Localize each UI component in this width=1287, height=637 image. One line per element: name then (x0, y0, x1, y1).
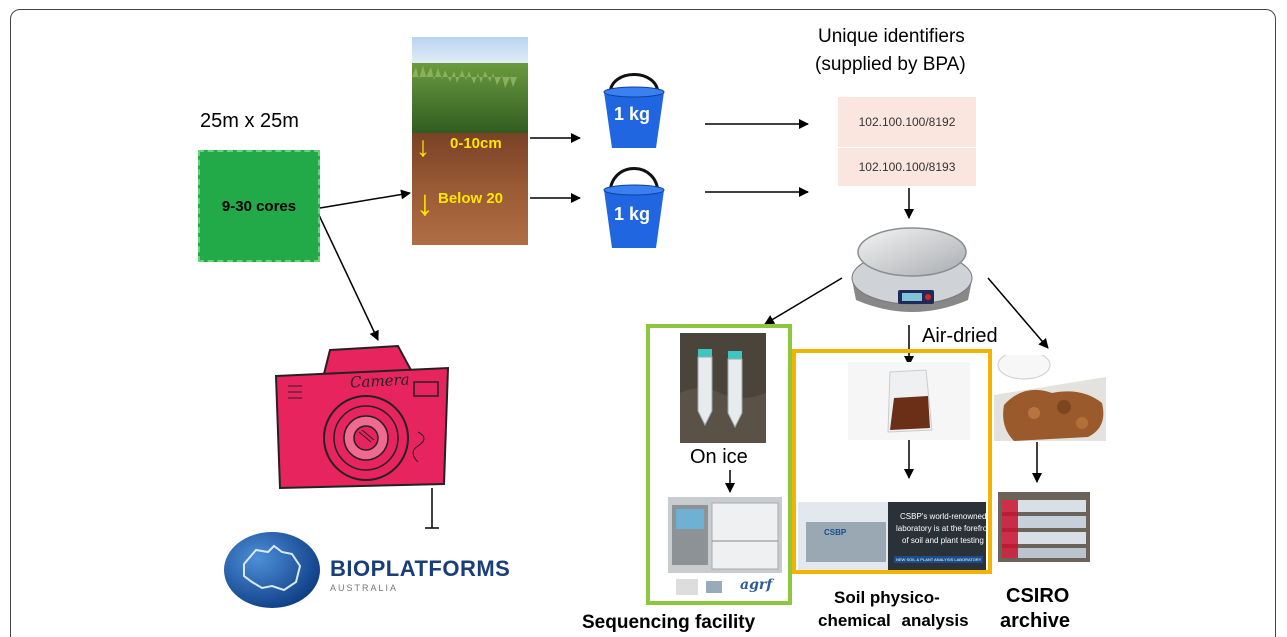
identifier-box-2: 102.100.100/8193 (838, 148, 976, 186)
identifier-code-1: 102.100.100/8192 (858, 115, 956, 129)
camera-icon (274, 344, 450, 490)
bioplatforms-logo: BIOPLATFORMS AUSTRALIA (222, 530, 512, 610)
soil-bag-image (887, 369, 933, 433)
sequencer-image (668, 497, 782, 601)
camera-illustration: Camera (268, 342, 454, 492)
lab-banner-button: NEW SOIL & PLANT ANALYSIS LABORATORY (894, 556, 984, 563)
bucket-weight-bottom: 1 kg (614, 204, 651, 224)
scale-icon (851, 227, 973, 312)
depth-arrow-bottom: ↓ (416, 182, 434, 223)
cores-label: 9-30 cores (221, 197, 297, 215)
identifier-box-1: 102.100.100/8192 (838, 97, 976, 147)
soil-profile-photo: ↓ 0-10cm ↓ Below 20 (412, 37, 528, 245)
figure-border (10, 9, 1276, 637)
soil-analysis-label-line1: Soil physico- (834, 588, 940, 607)
lab-banner-line3: of soil and plant testing (902, 536, 984, 545)
dried-soil-photo (994, 355, 1106, 441)
sequencing-facility-label: Sequencing facility (582, 612, 756, 633)
identifiers-heading-line1: Unique identifiers (818, 26, 965, 47)
soil-analysis-frame (792, 349, 992, 574)
depth-label-bottom: Below 20 (438, 190, 504, 207)
soil-analysis-label-line2: chemical analysis (818, 611, 969, 630)
camera-label: Camera (349, 370, 411, 392)
dried-soil-image (994, 355, 1106, 441)
lab-banner-line2: laboratory is at the forefront (896, 524, 986, 533)
csbp-lab-photo: CSBP CSBP's world-renowned laboratory is… (798, 502, 986, 570)
plot-size-label: 25m x 25m (200, 110, 299, 132)
bucket-icon (603, 167, 665, 248)
on-ice-label: On ice (690, 446, 748, 468)
identifier-code-2: 102.100.100/8193 (858, 160, 956, 174)
bucket-top: 1 kg (598, 68, 670, 150)
archive-shelves-image (998, 492, 1090, 562)
arrow-scale-to-archive (987, 277, 1049, 349)
agrf-logo-text: agrf (740, 577, 773, 593)
tubes-image (680, 333, 766, 443)
sampling-plot: 9-30 cores (198, 150, 320, 262)
csiro-label-line1: CSIRO (1006, 585, 1070, 607)
csiro-label-line2: archive (1000, 610, 1071, 632)
bucket-icon (603, 73, 665, 148)
soil-profile-image (412, 37, 528, 245)
lab-brand: CSBP (824, 528, 847, 537)
sequencing-frame (646, 324, 792, 605)
air-dried-label: Air-dried (922, 325, 998, 347)
identifiers-heading-line2: (supplied by BPA) (815, 54, 966, 75)
arrow-scale-to-sequencing (764, 277, 843, 325)
weighing-scale (846, 222, 978, 322)
australia-globe-icon (224, 532, 320, 608)
logo-subtitle: AUSTRALIA (330, 583, 399, 593)
archive-shelves-photo (998, 492, 1090, 562)
depth-arrow-top: ↓ (416, 131, 430, 162)
lab-banner-line1: CSBP's world-renowned (900, 512, 986, 521)
bucket-bottom: 1 kg (598, 150, 670, 250)
bucket-weight-top: 1 kg (614, 104, 651, 124)
arrow-cores-to-soil (319, 189, 411, 209)
sample-tubes-photo (680, 333, 766, 443)
soil-bag-photo (848, 362, 970, 440)
depth-label-top: 0-10cm (450, 135, 502, 152)
arrow-cores-to-camera (317, 212, 379, 341)
logo-wordmark: BIOPLATFORMS (330, 556, 511, 581)
sequencer-photo: agrf (668, 497, 782, 601)
